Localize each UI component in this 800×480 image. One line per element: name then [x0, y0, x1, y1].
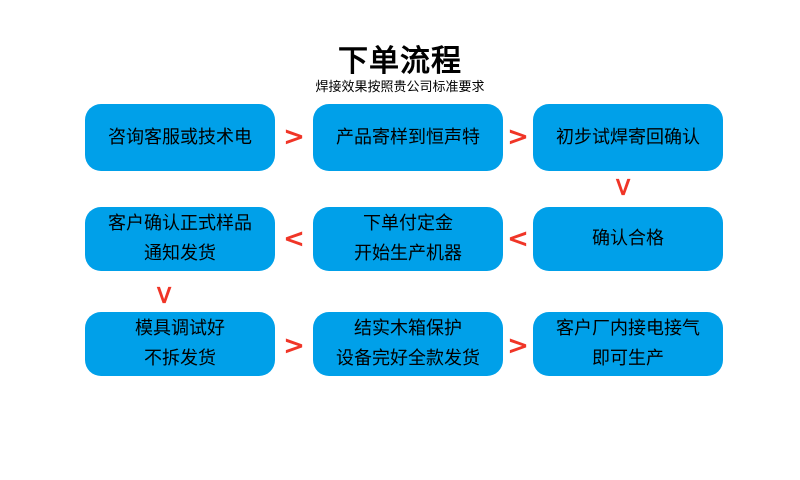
flow-step-trial-weld-confirm: 初步试焊寄回确认 — [533, 104, 723, 171]
flow-step-label: 产品寄样到恒声特 — [336, 126, 480, 148]
flow-step-label: 通知发货 — [144, 243, 216, 264]
arrow-left-icon: < — [283, 224, 305, 254]
flow-step-label: 客户厂内接电接气 — [556, 318, 700, 339]
flow-step-crate-full-payment-ship: 结实木箱保护 设备完好全款发货 — [313, 312, 503, 376]
flow-step-label: 开始生产机器 — [354, 243, 462, 264]
flow-step-mold-ready: 模具调试好 不拆发货 — [85, 312, 275, 376]
flow-step-label: 结实木箱保护 — [354, 318, 462, 339]
flow-step-consult-service: 咨询客服或技术电 — [85, 104, 275, 171]
flow-step-label: 确认合格 — [592, 228, 664, 249]
flow-step-label: 即可生产 — [592, 348, 664, 369]
flow-step-label: 设备完好全款发货 — [336, 348, 480, 369]
page-title: 下单流程 — [338, 44, 462, 79]
flow-step-label: 模具调试好 — [135, 318, 225, 339]
arrow-right-icon: > — [283, 122, 305, 152]
flow-step-label: 不拆发货 — [144, 348, 216, 369]
flow-step-confirm-sample-ship: 客户确认正式样品 通知发货 — [85, 207, 275, 271]
page-subtitle: 焊接效果按照贵公司标准要求 — [315, 80, 485, 95]
flow-step-label: 初步试焊寄回确认 — [556, 126, 700, 148]
arrow-left-icon: < — [507, 224, 529, 254]
arrow-right-icon: > — [283, 331, 305, 361]
flow-step-deposit-production: 下单付定金 开始生产机器 — [313, 207, 503, 271]
flow-step-label: 下单付定金 — [363, 213, 453, 234]
flow-step-label: 咨询客服或技术电 — [108, 126, 252, 148]
arrow-right-icon: > — [507, 122, 529, 152]
flow-step-confirm-qualified: 确认合格 — [533, 207, 723, 271]
flow-step-send-sample: 产品寄样到恒声特 — [313, 104, 503, 171]
arrow-down-icon: > — [608, 176, 638, 198]
arrow-down-icon: > — [149, 284, 179, 306]
flow-step-customer-power-gas: 客户厂内接电接气 即可生产 — [533, 312, 723, 376]
arrow-right-icon: > — [507, 331, 529, 361]
flow-step-label: 客户确认正式样品 — [108, 213, 252, 234]
